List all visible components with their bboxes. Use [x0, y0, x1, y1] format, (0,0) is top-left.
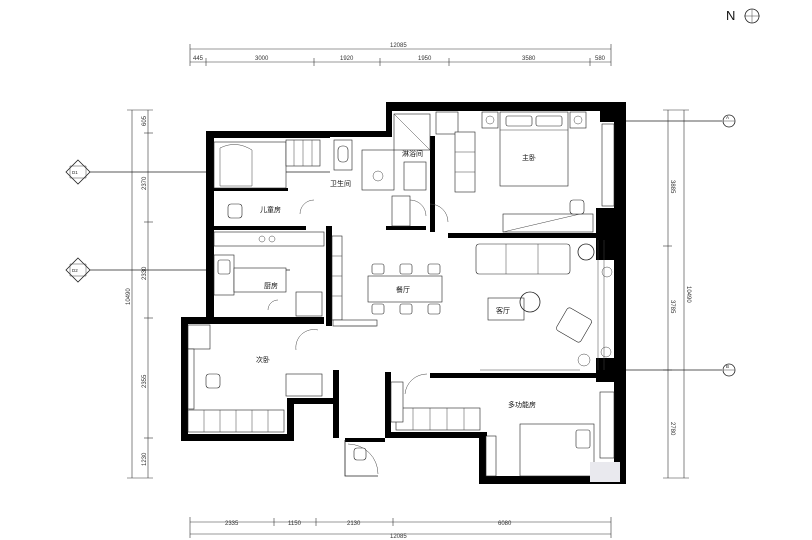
exterior-walls [181, 102, 626, 484]
plant-icon [600, 346, 612, 358]
multi-function-room: 多功能房 [390, 373, 615, 477]
svg-text:B: B [726, 364, 729, 369]
toilet-icon [337, 145, 349, 163]
sofa-icon [475, 243, 571, 275]
left-dim-1: 605 [142, 115, 148, 126]
dining: 餐厅 [331, 235, 443, 321]
room-label-living: 客厅 [496, 306, 510, 315]
right-dim-1: 3885 [669, 180, 675, 194]
chair-icon [569, 199, 585, 215]
living-room: 客厅 [475, 240, 613, 371]
top-dim-3: 1920 [340, 56, 354, 62]
room-label-master: 主卧 [522, 153, 536, 162]
bottom-dim-1: 2335 [225, 521, 239, 527]
sink-icon [217, 259, 231, 275]
lamp-icon [485, 115, 495, 125]
chair-icon [227, 203, 243, 219]
side-table-icon [577, 243, 595, 261]
right-total-dim: 10490 [685, 286, 691, 303]
room-label-multi: 多功能房 [508, 400, 536, 409]
left-total-dim: 10490 [126, 288, 132, 305]
left-dim-5: 1230 [142, 452, 148, 466]
top-total-dim: 12085 [390, 43, 407, 49]
svg-text:D1: D1 [72, 170, 78, 175]
children-room: 儿童房 [213, 139, 321, 219]
stove-burner-icon [268, 235, 276, 243]
bottom-dim-2: 1150 [288, 521, 302, 527]
room-label-bathroom: 卫生间 [330, 179, 351, 188]
room-label-kitchen: 厨房 [264, 281, 278, 290]
dining-table-icon [367, 275, 443, 303]
svg-text:D2: D2 [72, 268, 78, 273]
top-dim-1: 445 [193, 56, 204, 62]
top-dim-5: 3580 [522, 56, 536, 62]
chair-icon [205, 373, 221, 389]
right-dim-2: 3785 [669, 300, 675, 314]
left-dim-2: 2370 [142, 176, 148, 190]
room-label-washroom: 淋浴间 [402, 149, 423, 158]
top-dim-6: 580 [595, 56, 606, 62]
right-dimensions: 3885 3785 2780 10490 [663, 109, 691, 479]
bottom-dim-4: 6080 [498, 521, 512, 527]
left-dim-3: 2330 [142, 266, 148, 280]
top-dim-4: 1950 [418, 56, 432, 62]
lamp-icon [573, 115, 583, 125]
bottom-dim-3: 2130 [347, 521, 361, 527]
north-arrow: N [726, 8, 760, 24]
right-marker-top: A [612, 114, 736, 128]
right-dim-3: 2780 [669, 422, 675, 436]
corner-mark [590, 462, 620, 482]
kitchen: 厨房 [213, 231, 325, 317]
armchair-icon [556, 307, 592, 343]
top-dimensions: 12085 445 3000 1920 1950 3580 580 [189, 43, 612, 66]
bottom-dimensions: 2335 1150 2130 6080 12085 [189, 517, 612, 540]
north-label: N [726, 8, 735, 23]
plant-icon [577, 353, 591, 367]
plant-icon [601, 266, 613, 278]
entry-door-swing-icon [347, 443, 379, 475]
room-label-children: 儿童房 [260, 205, 281, 214]
right-marker-bottom: B [612, 363, 736, 377]
room-label-second-bedroom: 次卧 [256, 355, 270, 364]
stove-burner-icon [258, 235, 266, 243]
ottoman-icon [519, 291, 541, 313]
svg-text:A: A [726, 115, 729, 120]
second-bedroom: 次卧 [187, 324, 323, 433]
left-dimensions: 605 2370 2330 2355 1230 10490 [126, 109, 153, 479]
bathroom: 卫生间 淋浴间 [330, 111, 476, 227]
coffee-table-icon [487, 297, 525, 321]
left-dim-4: 2355 [142, 374, 148, 388]
north-cross-icon [744, 9, 760, 23]
room-label-dining: 餐厅 [396, 285, 410, 294]
master-bedroom: 主卧 [429, 111, 615, 233]
door-swing-icon [299, 199, 315, 215]
interior-partitions [214, 136, 600, 378]
top-dim-2: 3000 [255, 56, 269, 62]
entrance [332, 319, 379, 477]
bottom-total-dim: 12085 [390, 534, 407, 540]
